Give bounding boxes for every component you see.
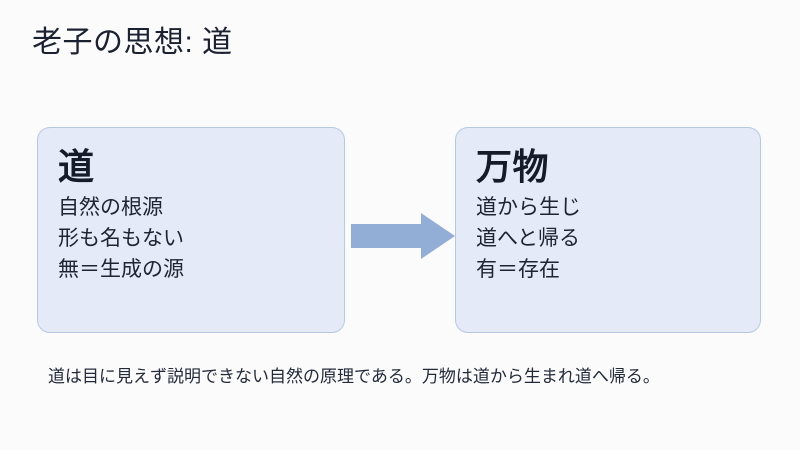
list-item: 道から生じ <box>476 196 581 219</box>
concept-box-dao-heading: 道 <box>58 146 95 187</box>
list-item: 道へと帰る <box>476 227 580 250</box>
concept-box-banbutsu-heading: 万物 <box>476 146 550 187</box>
list-item: 無＝生成の源 <box>58 258 184 281</box>
concept-box-banbutsu: 万物 道から生じ 道へと帰る 有＝存在 <box>455 127 761 333</box>
concept-box-dao-lines: 自然の根源 形も名もない 無＝生成の源 <box>58 192 324 285</box>
concept-box-banbutsu-lines: 道から生じ 道へと帰る 有＝存在 <box>476 192 740 285</box>
list-item: 自然の根源 <box>58 196 163 219</box>
right-arrow-icon <box>351 213 455 259</box>
page-title: 老子の思想: 道 <box>32 26 233 59</box>
slide-caption: 道は目に見えず説明できない自然の原理である。万物は道から生まれ道へ帰る。 <box>48 367 660 386</box>
concept-box-dao: 道 自然の根源 形も名もない 無＝生成の源 <box>37 127 345 333</box>
list-item: 形も名もない <box>58 227 184 250</box>
list-item: 有＝存在 <box>476 258 560 281</box>
